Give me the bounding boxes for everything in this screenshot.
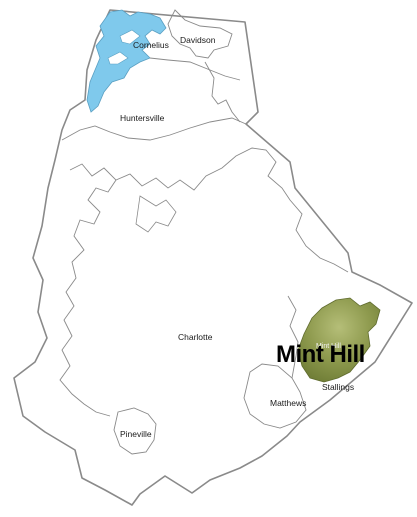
label-charlotte: Charlotte	[178, 332, 213, 342]
east-boundary	[287, 295, 299, 379]
pineville-boundary	[113, 407, 157, 455]
label-davidson: Davidson	[180, 35, 216, 45]
cornelius-boundary	[149, 57, 241, 81]
huntersville-east-boundary	[204, 61, 241, 123]
mint-hill-small-label: Mint Hill	[316, 343, 341, 350]
matthews-boundary	[243, 363, 307, 429]
label-cornelius: Cornelius	[133, 40, 169, 50]
huntersville-south-boundary	[61, 117, 247, 141]
davidson-boundary	[167, 9, 233, 59]
mint-hill-highlight-label: Mint Hill	[276, 341, 365, 368]
charlotte-boundary-west	[59, 163, 117, 417]
lake-inner-shore	[107, 29, 141, 65]
label-pineville: Pineville	[120, 429, 152, 439]
county-outline	[13, 9, 413, 506]
label-huntersville: Huntersville	[120, 113, 165, 123]
lake-norman	[86, 9, 167, 113]
charlotte-inner-finger	[135, 195, 177, 233]
label-matthews: Matthews	[270, 398, 306, 408]
label-stallings: Stallings	[322, 382, 354, 392]
mint-hill-area	[297, 297, 381, 383]
charlotte-boundary-north	[115, 147, 349, 273]
